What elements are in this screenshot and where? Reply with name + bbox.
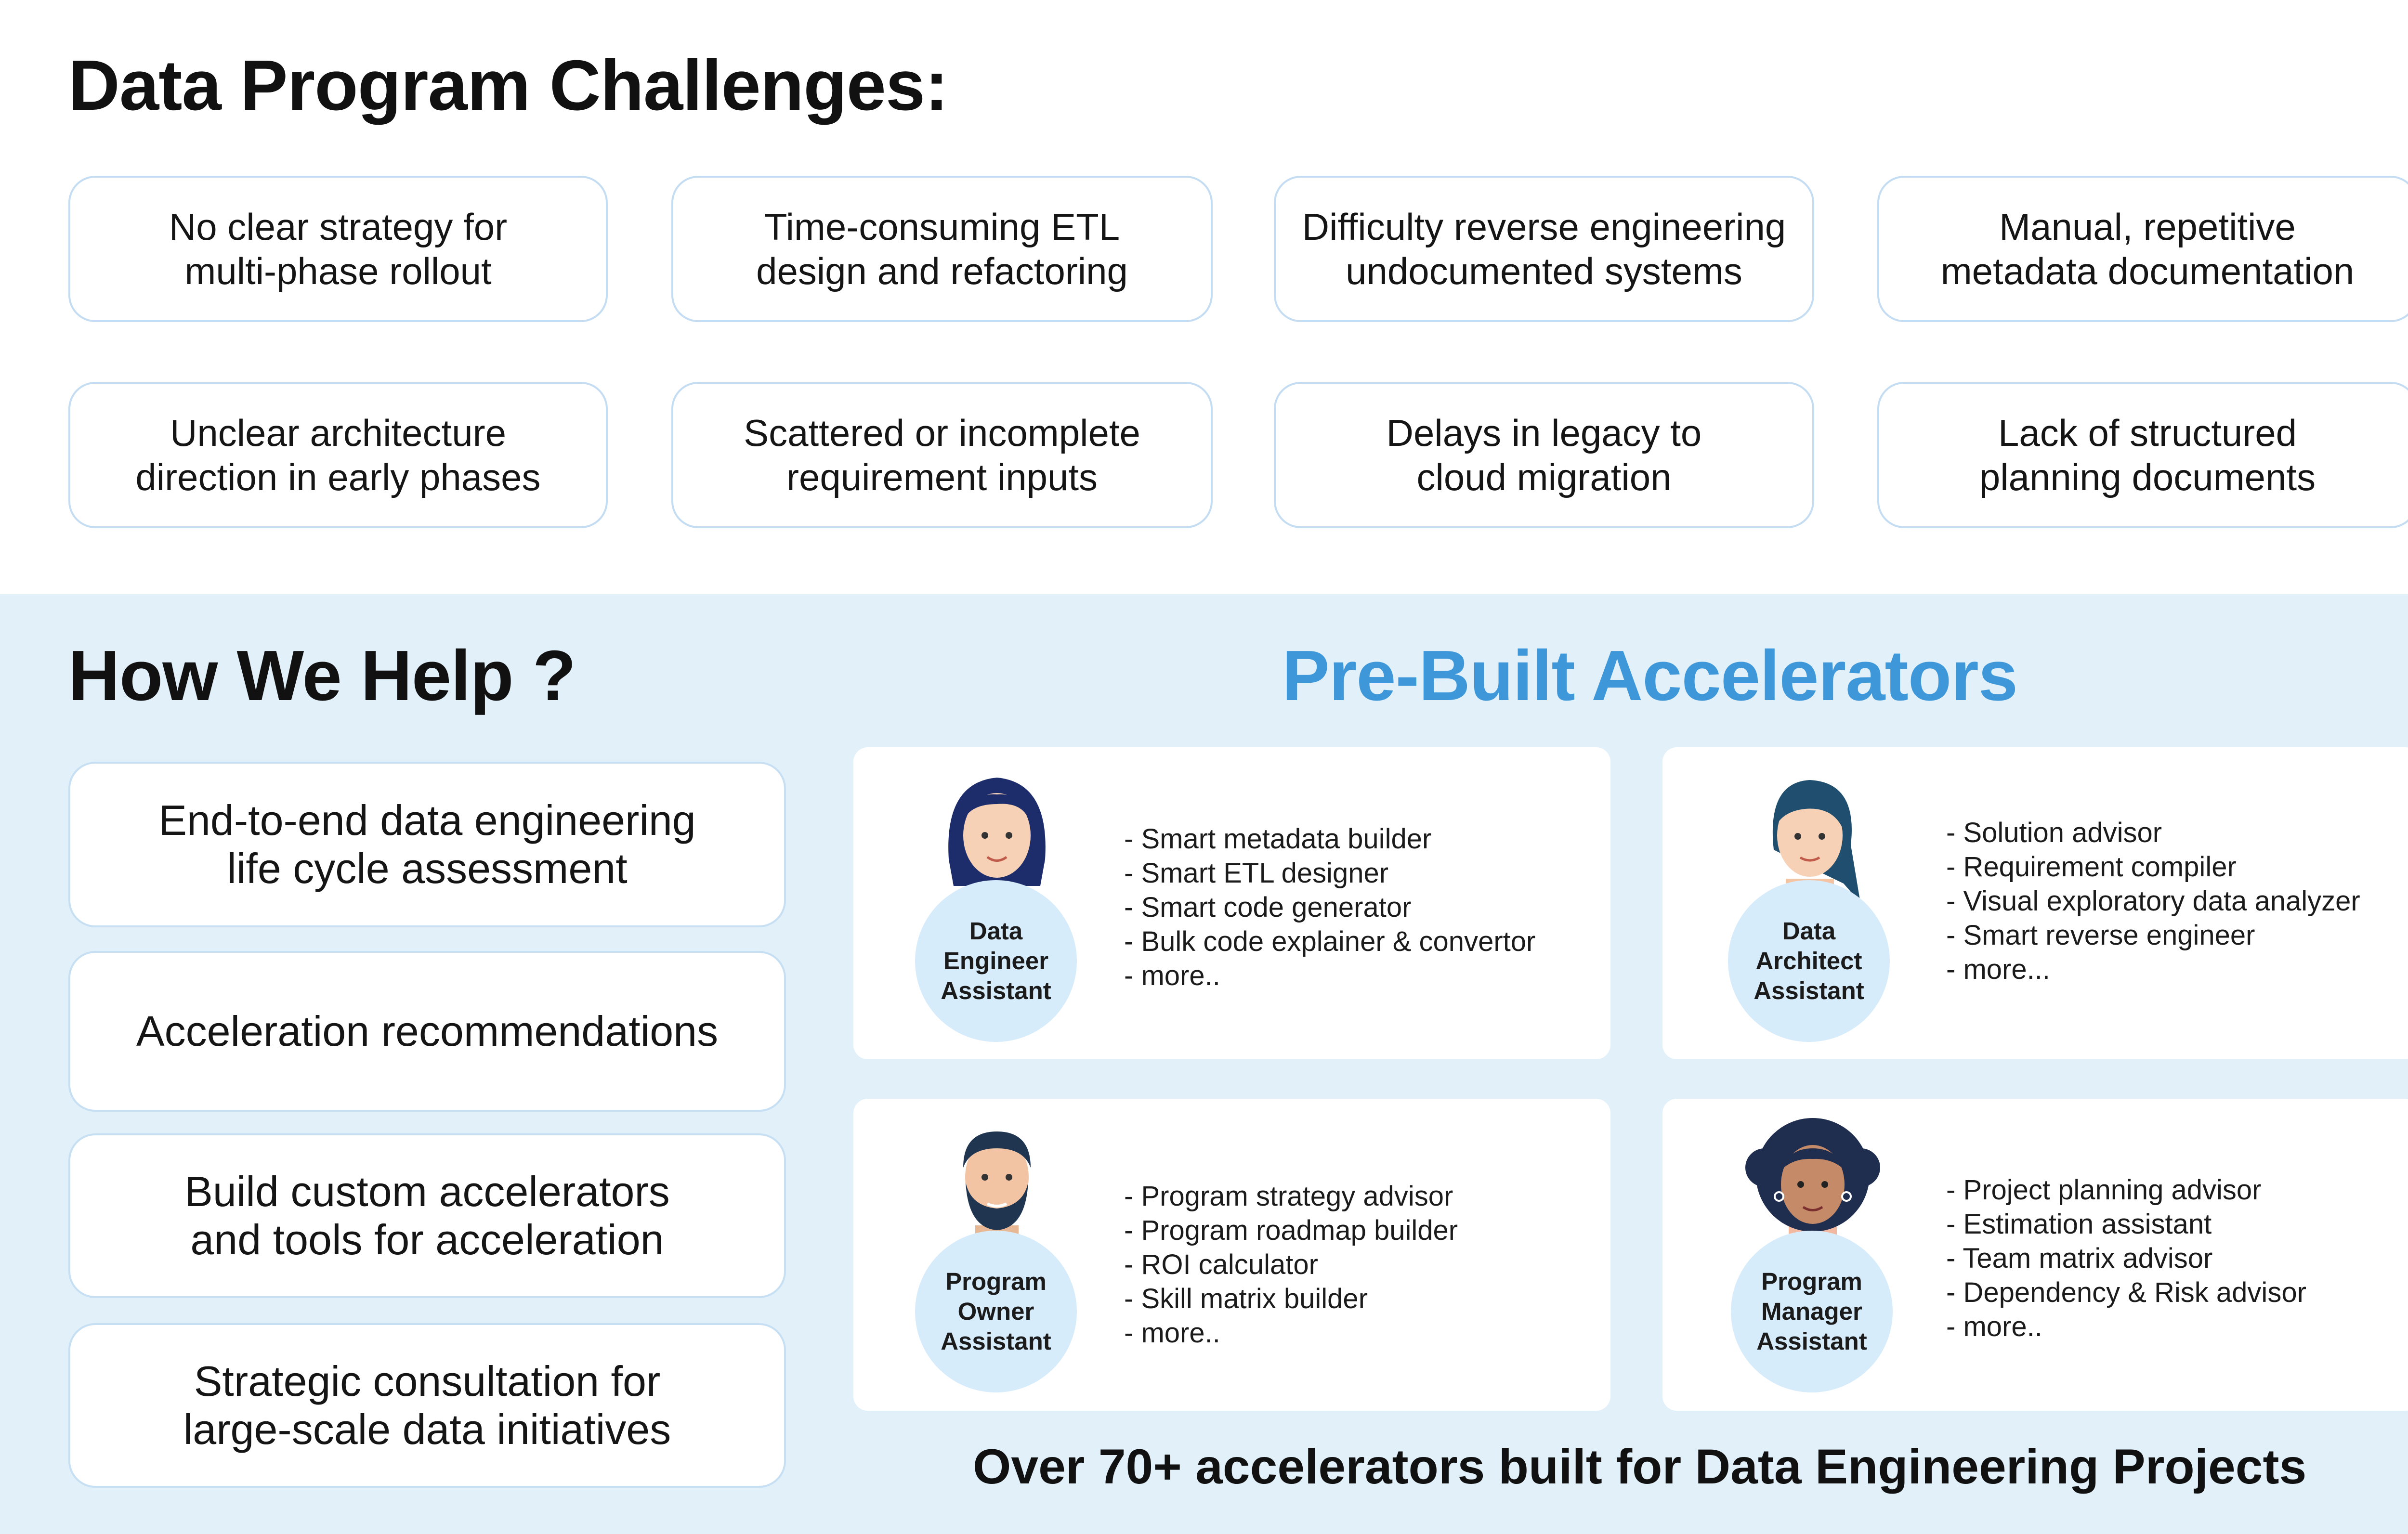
feature-item: Smart ETL designer	[1124, 856, 1535, 890]
feature-item: more..	[1124, 959, 1535, 993]
challenge-card: Difficulty reverse engineering undocumen…	[1274, 176, 1814, 322]
help-item: Build custom accelerators and tools for …	[68, 1133, 786, 1298]
accelerators-title: Pre-Built Accelerators	[1282, 636, 2018, 715]
help-item: End-to-end data engineering life cycle a…	[68, 762, 786, 927]
help-title: How We Help ?	[68, 636, 576, 715]
feature-item: Project planning advisor	[1946, 1173, 2306, 1207]
program-owner-feature-list: Program strategy advisor Program roadmap…	[1124, 1179, 1458, 1350]
challenge-card: Delays in legacy to cloud migration	[1274, 382, 1814, 528]
feature-item: more...	[1946, 952, 2360, 987]
feature-item: ROI calculator	[1124, 1248, 1458, 1282]
challenge-card: Lack of structured planning documents	[1877, 382, 2408, 528]
feature-item: Solution advisor	[1946, 816, 2360, 850]
program-owner-role-label: Program Owner Assistant	[915, 1231, 1077, 1392]
feature-item: more..	[1946, 1310, 2306, 1344]
help-item: Acceleration recommendations	[68, 951, 786, 1112]
feature-item: Requirement compiler	[1946, 850, 2360, 884]
accelerators-footer: Over 70+ accelerators built for Data Eng…	[973, 1439, 2307, 1494]
feature-item: Program roadmap builder	[1124, 1213, 1458, 1248]
feature-item: Program strategy advisor	[1124, 1179, 1458, 1213]
feature-item: Skill matrix builder	[1124, 1282, 1458, 1316]
program-manager-role-label: Program Manager Assistant	[1731, 1231, 1893, 1392]
program-manager-feature-list: Project planning advisor Estimation assi…	[1946, 1173, 2306, 1344]
data-engineer-role-label: Data Engineer Assistant	[915, 880, 1077, 1042]
feature-item: Bulk code explainer & convertor	[1124, 924, 1535, 959]
feature-item: Smart metadata builder	[1124, 822, 1535, 856]
feature-item: Smart code generator	[1124, 890, 1535, 924]
data-architect-role-label: Data Architect Assistant	[1728, 880, 1890, 1042]
challenge-card: Unclear architecture direction in early …	[68, 382, 608, 528]
feature-item: Team matrix advisor	[1946, 1241, 2306, 1275]
feature-item: more..	[1124, 1316, 1458, 1350]
feature-item: Smart reverse engineer	[1946, 918, 2360, 952]
challenge-card: No clear strategy for multi-phase rollou…	[68, 176, 608, 322]
feature-item: Estimation assistant	[1946, 1207, 2306, 1241]
challenge-card: Scattered or incomplete requirement inpu…	[671, 382, 1213, 528]
data-engineer-feature-list: Smart metadata builder Smart ETL designe…	[1124, 822, 1535, 993]
help-item: Strategic consultation for large-scale d…	[68, 1323, 786, 1488]
challenges-title: Data Program Challenges:	[68, 46, 949, 125]
data-architect-feature-list: Solution advisor Requirement compiler Vi…	[1946, 816, 2360, 987]
feature-item: Visual exploratory data analyzer	[1946, 884, 2360, 918]
challenge-card: Manual, repetitive metadata documentatio…	[1877, 176, 2408, 322]
challenge-card: Time-consuming ETL design and refactorin…	[671, 176, 1213, 322]
feature-item: Dependency & Risk advisor	[1946, 1275, 2306, 1310]
